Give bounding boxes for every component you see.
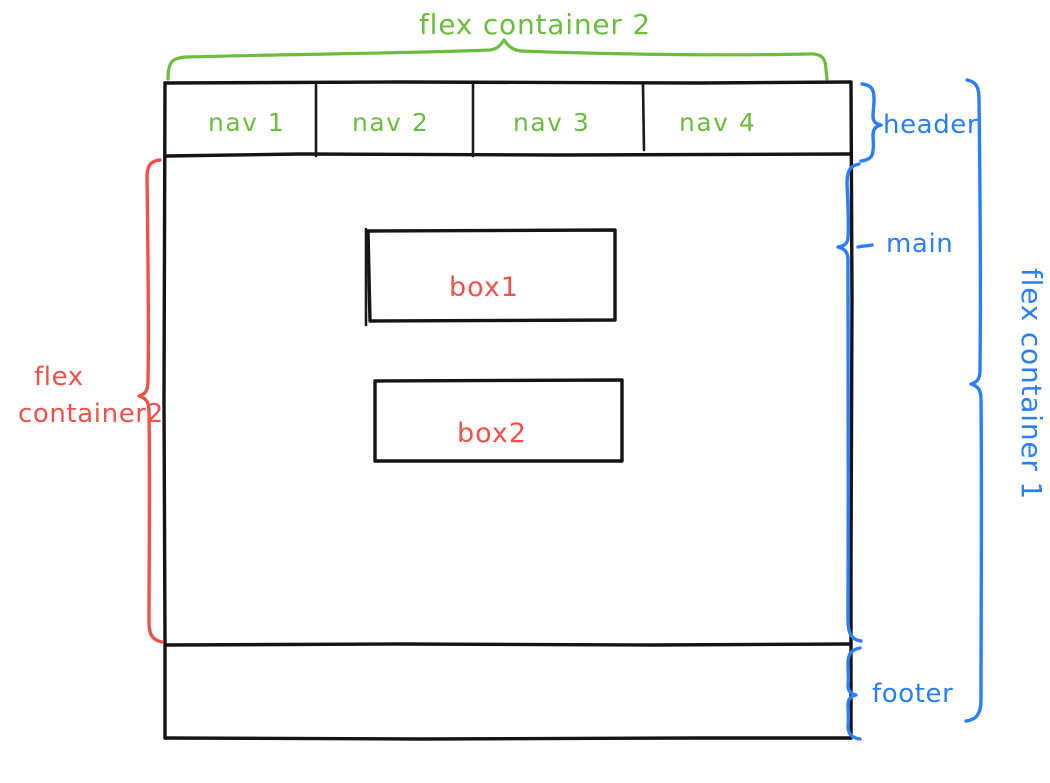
flex-container-2-left-brace bbox=[137, 158, 164, 644]
nav-divider-3 bbox=[641, 83, 646, 152]
box2-outline bbox=[373, 378, 624, 463]
nav-item-4-label[interactable]: nav 4 bbox=[679, 108, 756, 137]
header-label: header bbox=[883, 110, 978, 140]
header-bottom-divider bbox=[164, 152, 853, 158]
flex-container-1-label: flex container 1 bbox=[1015, 268, 1048, 500]
page-outline-bottom-edge bbox=[163, 736, 853, 741]
footer-brace bbox=[846, 646, 862, 741]
page-outline-left-edge bbox=[162, 81, 167, 740]
page-outline-right-edge bbox=[849, 81, 854, 740]
main-brace-tip bbox=[856, 243, 874, 249]
box2-label: box2 bbox=[457, 418, 527, 449]
flex-container-2-left-label-line2: container2 bbox=[18, 399, 164, 429]
footer-top-divider bbox=[164, 642, 853, 647]
box1-outline bbox=[366, 228, 617, 323]
nav-item-3-label[interactable]: nav 3 bbox=[513, 108, 590, 137]
footer-label: footer bbox=[872, 679, 953, 709]
flex-container-2-left-label-line1: flex bbox=[34, 362, 84, 392]
header-brace bbox=[859, 82, 883, 163]
nav-item-2-label[interactable]: nav 2 bbox=[352, 108, 429, 137]
main-brace bbox=[836, 162, 863, 643]
main-label: main bbox=[886, 229, 953, 259]
flex-container-1-brace bbox=[964, 78, 984, 723]
nav-item-1-label[interactable]: nav 1 bbox=[208, 108, 285, 137]
flex-container-2-top-brace bbox=[166, 38, 829, 81]
box1-label: box1 bbox=[449, 272, 519, 303]
flex-container-2-top-label: flex container 2 bbox=[419, 8, 651, 41]
page-outline-top-edge bbox=[163, 80, 853, 85]
